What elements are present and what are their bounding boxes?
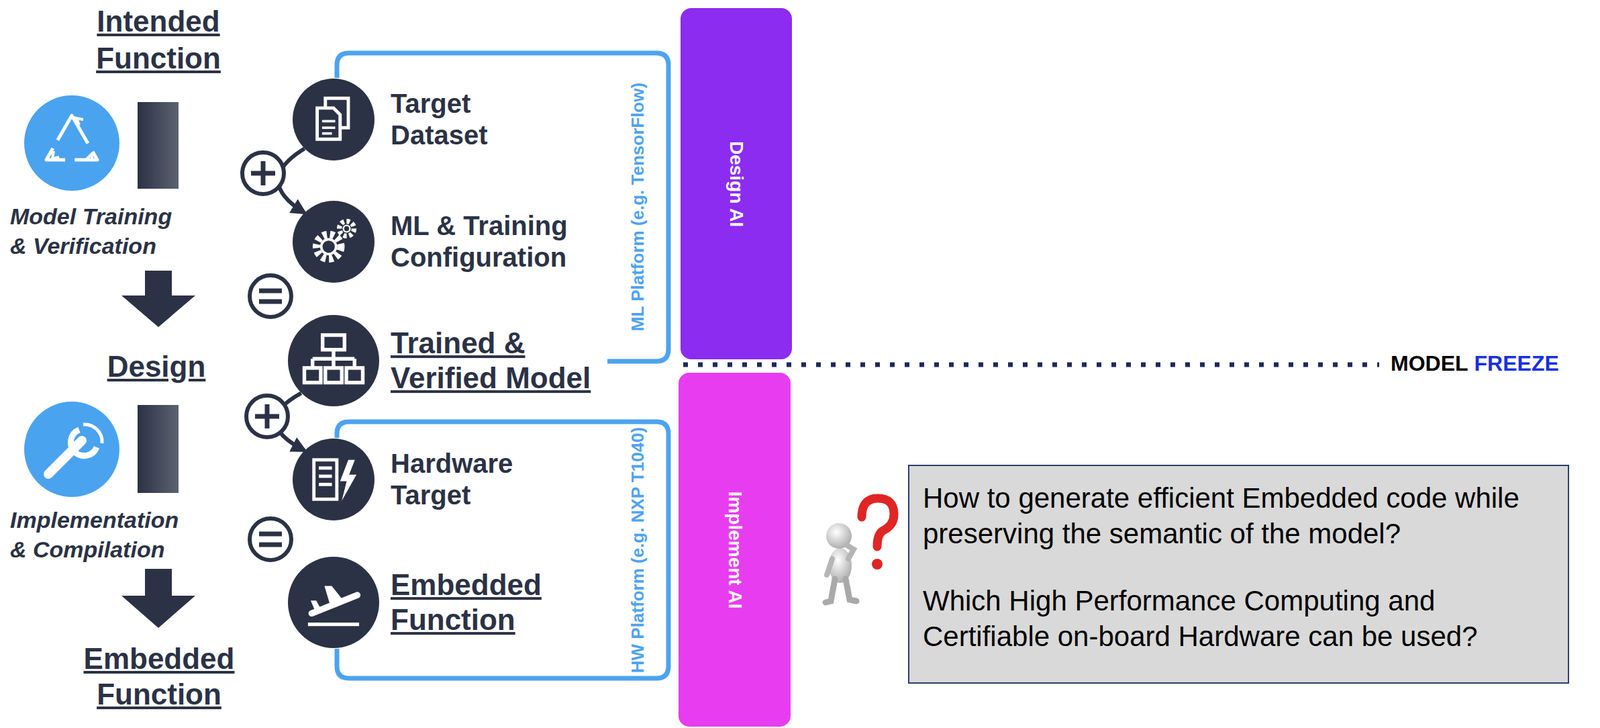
question-text: How to generate efficient Embedded code … [922, 480, 1555, 552]
process-icon-circle: Embedded Function [287, 556, 380, 648]
step-label: Trained & Verified Model [390, 325, 613, 396]
process-icon-circle: ML & Training Configuration [292, 200, 375, 283]
step-icon [292, 78, 375, 161]
step-icon [287, 556, 380, 648]
equals-symbol [249, 518, 292, 560]
equals-symbol [249, 275, 292, 317]
step-label: Target Dataset [390, 87, 539, 152]
freeze-word: FREEZE [1474, 351, 1560, 376]
process-icon-circle: Trained & Verified Model [287, 314, 380, 407]
phase-bar: Implement AI [678, 372, 791, 727]
step-label: Hardware Target [390, 447, 552, 511]
question-text: Which High Performance Computing and Cer… [922, 583, 1555, 654]
step-label: ML & Training Configuration [390, 210, 606, 274]
step-icon [292, 200, 375, 283]
plus-symbol [246, 395, 288, 437]
down-arrow [121, 568, 196, 628]
down-arrow [121, 270, 196, 327]
phase-heading: Design [69, 347, 244, 385]
phase-bar [137, 404, 179, 493]
phase-label: Design AI [725, 140, 747, 227]
model-freeze-line [683, 362, 1380, 368]
step-label: Embedded Function [390, 567, 566, 637]
phase-heading: Embedded Function [61, 640, 257, 713]
step-icon [287, 314, 380, 407]
hw-platform-bracket [336, 421, 669, 678]
platform-label: ML Platform (e.g. TensorFlow) [627, 82, 649, 331]
platform-label: HW Platform (e.g. NXP T1040) [627, 426, 649, 674]
ml-platform-bracket [336, 53, 669, 362]
freeze-word: MODEL [1390, 351, 1469, 376]
phase-bar [137, 102, 179, 189]
phase-heading: Intended Function [71, 2, 246, 77]
step-icon [292, 438, 375, 521]
phase-bar: Design AI [680, 8, 792, 360]
process-icon-circle: Hardware Target [292, 438, 375, 521]
recycle-icon [24, 95, 120, 191]
phase-heading: Implementation & Compilation [10, 504, 193, 564]
phase-label: Implement AI [724, 490, 746, 609]
question-box: How to generate efficient Embedded code … [908, 464, 1570, 684]
question-figure [825, 497, 894, 603]
process-icon-circle: Target Dataset [292, 78, 375, 161]
phase-heading: Model Training & Verification [10, 201, 184, 261]
model-freeze-label: MODELFREEZE [1387, 351, 1568, 376]
plus-symbol [242, 152, 284, 194]
wrench-icon [24, 401, 120, 497]
